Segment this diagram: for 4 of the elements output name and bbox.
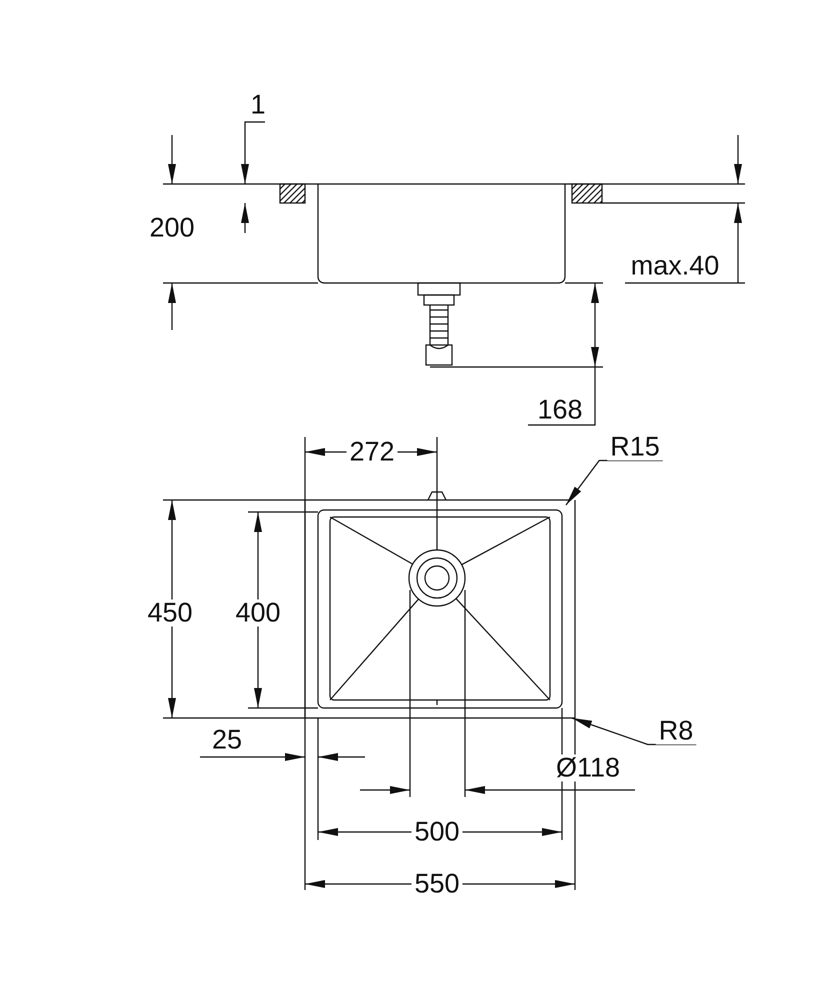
radius-label: R8: [656, 718, 696, 744]
radius-label: R15: [607, 434, 663, 460]
leader-line: [566, 460, 663, 506]
leader-line: [572, 717, 696, 746]
